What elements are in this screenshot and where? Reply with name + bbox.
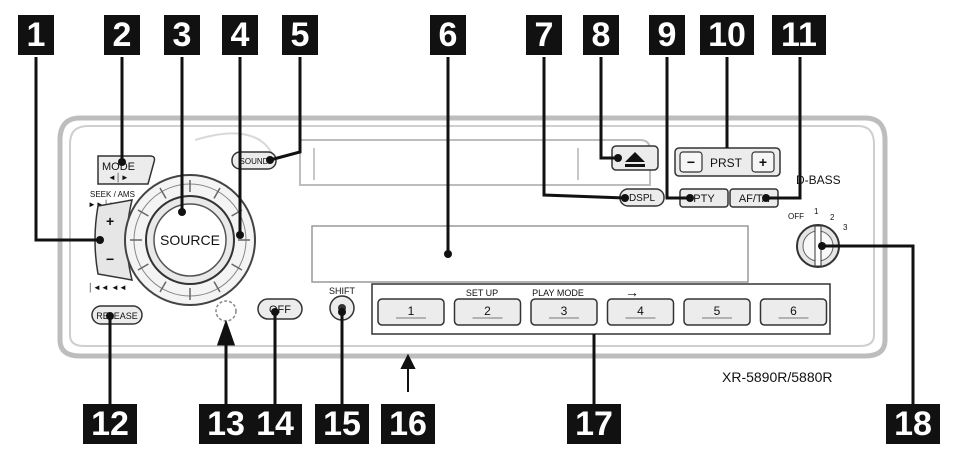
callout-8: 8 bbox=[583, 15, 619, 55]
seek-ams-rocker[interactable]: + − bbox=[94, 199, 134, 281]
preset-button-5[interactable]: 5 bbox=[683, 298, 751, 326]
arrow-label: → bbox=[625, 284, 639, 300]
faceplate-inner bbox=[69, 125, 875, 347]
callout-16-arrow bbox=[400, 353, 416, 392]
callout-7: 7 bbox=[526, 15, 562, 55]
dbass-off-label: OFF bbox=[788, 212, 804, 221]
prst-minus-button[interactable]: − bbox=[679, 151, 703, 173]
callout-16: 16 bbox=[381, 404, 435, 444]
svg-text:AF/TA: AF/TA bbox=[739, 193, 770, 205]
callout-11: 11 bbox=[772, 15, 826, 55]
callout-13: 13 bbox=[199, 404, 253, 444]
callout-17: 17 bbox=[567, 404, 621, 444]
svg-text:RELEASE: RELEASE bbox=[96, 311, 138, 321]
callout-13-arrow bbox=[216, 319, 236, 404]
preset-label: 4 bbox=[637, 304, 644, 318]
callout-dots bbox=[96, 154, 826, 320]
svg-text:−: − bbox=[687, 154, 695, 170]
preset-button-2[interactable]: 2 bbox=[453, 298, 522, 326]
setup-label: SET UP bbox=[466, 288, 498, 298]
svg-text:−: − bbox=[106, 251, 114, 267]
preset-label: 5 bbox=[714, 304, 721, 318]
source-button[interactable]: SOURCE bbox=[145, 195, 235, 285]
mode-button[interactable]: MODE ◄│► bbox=[97, 155, 156, 185]
display-window bbox=[311, 225, 749, 283]
callout-3: 3 bbox=[164, 15, 200, 55]
dbass-label: D-BASS bbox=[796, 173, 841, 187]
prst-plus-button[interactable]: + bbox=[751, 151, 775, 173]
preset-group bbox=[371, 283, 831, 335]
dbass-1-label: 1 bbox=[814, 207, 819, 216]
svg-text:+: + bbox=[759, 154, 767, 170]
seek-back-label: │◄◄ ◄◄ bbox=[88, 282, 127, 293]
callout-15: 15 bbox=[315, 404, 369, 444]
preset-button-4[interactable]: 4 bbox=[606, 298, 675, 326]
preset-label: 6 bbox=[790, 304, 797, 318]
preset-button-6[interactable]: 6 bbox=[759, 298, 828, 326]
callout-12: 12 bbox=[83, 404, 137, 444]
off-button[interactable]: OFF bbox=[257, 298, 303, 320]
svg-text:PTY: PTY bbox=[693, 193, 715, 205]
release-button[interactable]: RELEASE bbox=[91, 305, 143, 325]
preset-label: 2 bbox=[484, 304, 491, 318]
callout-9: 9 bbox=[649, 15, 685, 55]
callout-10: 10 bbox=[700, 15, 754, 55]
svg-text:MODE: MODE bbox=[102, 161, 135, 173]
callout-2: 2 bbox=[104, 15, 140, 55]
callout-18: 18 bbox=[886, 404, 940, 444]
preset-label: 3 bbox=[561, 304, 568, 318]
svg-text:+: + bbox=[106, 213, 114, 229]
preset-button-1[interactable]: 1 bbox=[377, 298, 445, 326]
preset-label: 1 bbox=[408, 304, 415, 318]
callout-6: 6 bbox=[430, 15, 466, 55]
callout-4: 4 bbox=[222, 15, 258, 55]
callout-1: 1 bbox=[18, 15, 54, 55]
sound-button[interactable]: SOUND bbox=[231, 151, 277, 170]
callout-14: 14 bbox=[248, 404, 302, 444]
tape-door bbox=[299, 139, 651, 186]
prst-label: PRST bbox=[710, 156, 743, 170]
model-label: XR-5890R/5880R bbox=[722, 369, 833, 385]
svg-text:SOUND: SOUND bbox=[240, 157, 269, 166]
dbass-2-label: 2 bbox=[830, 213, 835, 222]
preset-button-3[interactable]: 3 bbox=[530, 298, 598, 326]
dbass-3-label: 3 bbox=[843, 223, 848, 232]
playmode-label: PLAY MODE bbox=[532, 288, 584, 298]
shift-label: SHIFT bbox=[329, 286, 356, 296]
svg-text:DSPL: DSPL bbox=[629, 193, 656, 204]
svg-text:◄│►: ◄│► bbox=[108, 172, 129, 183]
callout-5: 5 bbox=[282, 15, 318, 55]
seek-ams-label: SEEK / AMS bbox=[90, 190, 135, 199]
svg-text:SOURCE: SOURCE bbox=[160, 232, 220, 248]
callout-lines bbox=[34, 57, 915, 404]
